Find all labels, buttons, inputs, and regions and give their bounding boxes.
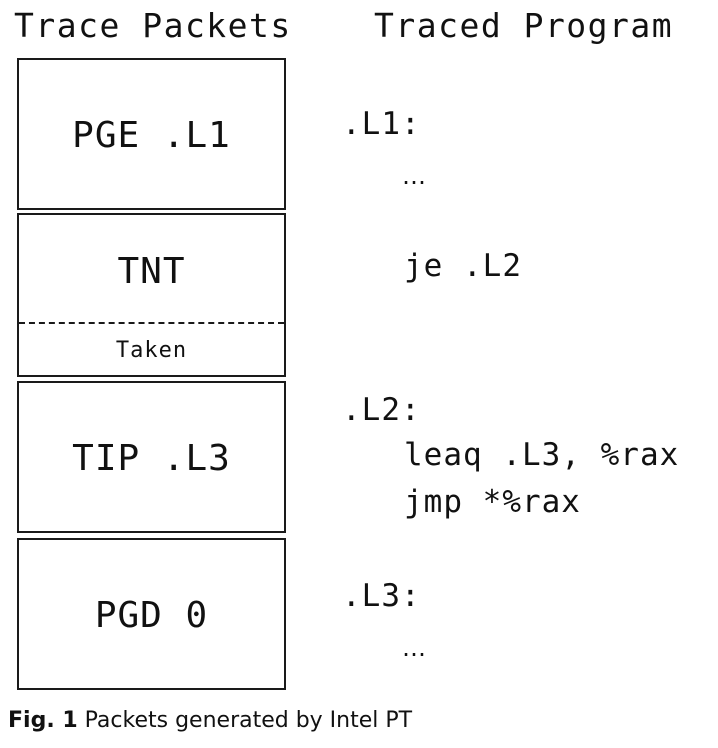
figure-number: Fig. 1 [8, 708, 78, 733]
packet-label: TNT [117, 251, 186, 292]
packet-pge: PGE .L1 [17, 58, 286, 210]
code-line-leaq: leaq .L3, %rax [404, 437, 680, 473]
figure-caption: Fig. 1 Packets generated by Intel PT [8, 707, 412, 735]
packet-label: PGD 0 [94, 595, 209, 636]
code-ellipsis-l1: … [402, 162, 427, 190]
packet-pgd: PGD 0 [17, 538, 286, 690]
code-label-l2: .L2: [342, 392, 421, 428]
trace-packets-heading: Trace Packets [14, 6, 292, 45]
packet-label: TIP .L3 [72, 438, 231, 479]
packet-tip: TIP .L3 [17, 381, 286, 533]
code-label-l1: .L1: [342, 106, 421, 142]
caption-text: Packets generated by Intel PT [84, 708, 413, 733]
dashed-divider [19, 322, 284, 324]
code-label-l3: .L3: [342, 578, 421, 614]
code-line-je: je .L2 [404, 248, 522, 284]
packet-label: PGE .L1 [72, 115, 231, 156]
code-line-jmp: jmp *%rax [404, 484, 581, 520]
packet-sublabel: Taken [115, 338, 188, 363]
traced-program-heading: Traced Program [374, 6, 674, 45]
code-ellipsis-l3: … [402, 634, 427, 662]
packet-tnt: TNT Taken [17, 213, 286, 377]
